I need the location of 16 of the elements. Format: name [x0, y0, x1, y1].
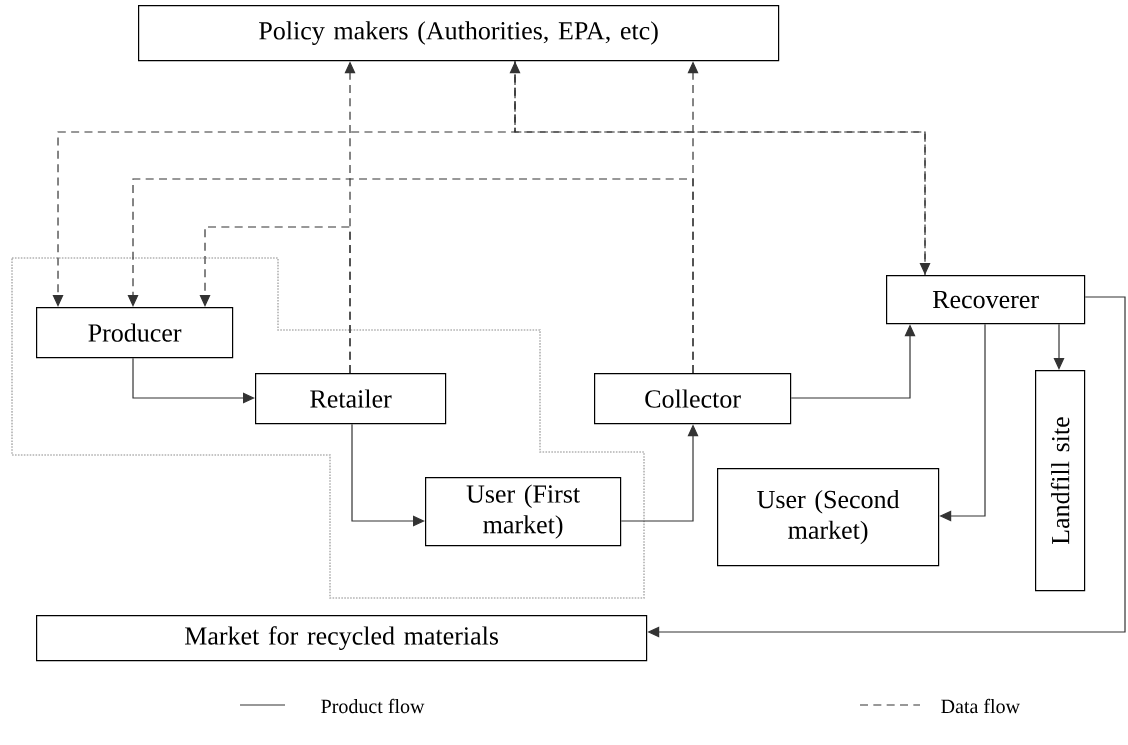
process-box: Retailer — [255, 373, 447, 425]
arrow — [1053, 323, 1065, 370]
process-box: Market for recycled materials — [36, 615, 648, 662]
process-box: Policy makers (Authorities, EPA, etc) — [138, 5, 780, 62]
process-box: Producer — [36, 307, 234, 359]
process-box: Collector — [594, 373, 792, 425]
arrow — [351, 423, 425, 527]
arrow — [199, 226, 351, 374]
arrow — [132, 357, 255, 404]
process-box: Landfill site — [1035, 370, 1086, 592]
process-box: Recoverer — [886, 275, 1086, 325]
process-box: User (Second market) — [717, 468, 940, 567]
process-box: User (First market) — [425, 477, 622, 547]
legend-label: Data flow — [941, 698, 1020, 714]
arrow — [127, 178, 694, 374]
legend-label: Product flow — [321, 698, 425, 714]
